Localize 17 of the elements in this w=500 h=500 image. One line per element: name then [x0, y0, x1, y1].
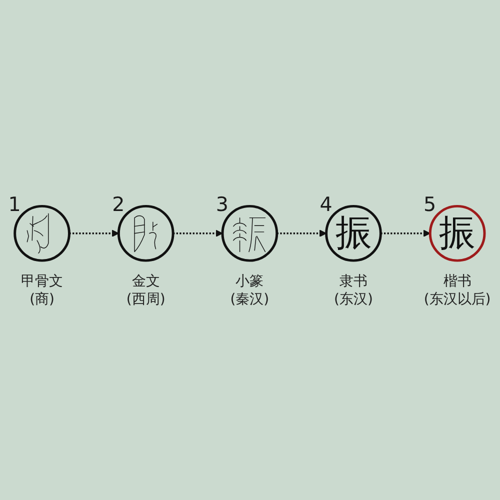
caption-text: (秦汉): [230, 291, 270, 308]
caption-text: 小篆: [236, 273, 264, 290]
caption-text: 隶书: [340, 273, 368, 290]
caption-text: 金文: [132, 273, 160, 290]
step-number: 1: [8, 193, 21, 216]
caption-text: (西周): [126, 291, 166, 308]
arrow: [173, 230, 223, 237]
arrow: [69, 230, 119, 237]
arrow: [276, 230, 327, 237]
caption-text: 楷书: [443, 273, 472, 290]
caption-text: (商): [30, 291, 54, 308]
arrow: [380, 230, 430, 237]
caption-text: (东汉以后): [424, 291, 491, 308]
caption-text: 甲骨文: [21, 273, 64, 290]
step-number: 3: [216, 193, 228, 216]
caption-text: (东汉): [334, 291, 373, 308]
step-number: 2: [112, 193, 125, 216]
